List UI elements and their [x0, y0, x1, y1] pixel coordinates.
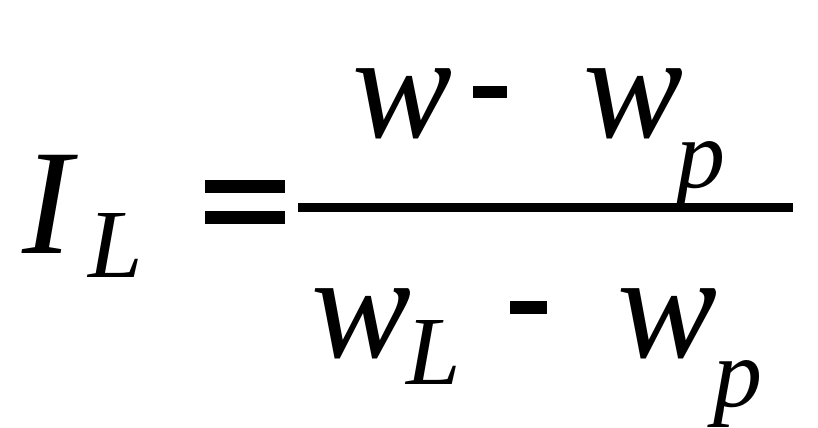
numerator-minus: [473, 86, 507, 98]
lhs-subscript: L: [88, 191, 143, 299]
denominator-term2: w: [617, 224, 718, 390]
numerator-term2: w: [583, 4, 684, 170]
denominator-minus: [510, 301, 547, 314]
lhs-symbol: I: [22, 120, 72, 286]
fraction-bar: [298, 203, 793, 212]
denominator-term2-subscript: p: [713, 320, 762, 428]
denominator-term1-subscript: L: [406, 298, 461, 406]
denominator-term1: w: [311, 224, 412, 390]
equals-bar-top: [205, 180, 285, 193]
numerator-term2-subscript: p: [676, 101, 725, 209]
equals-bar-bottom: [205, 211, 285, 224]
numerator-term1: w: [352, 4, 453, 170]
